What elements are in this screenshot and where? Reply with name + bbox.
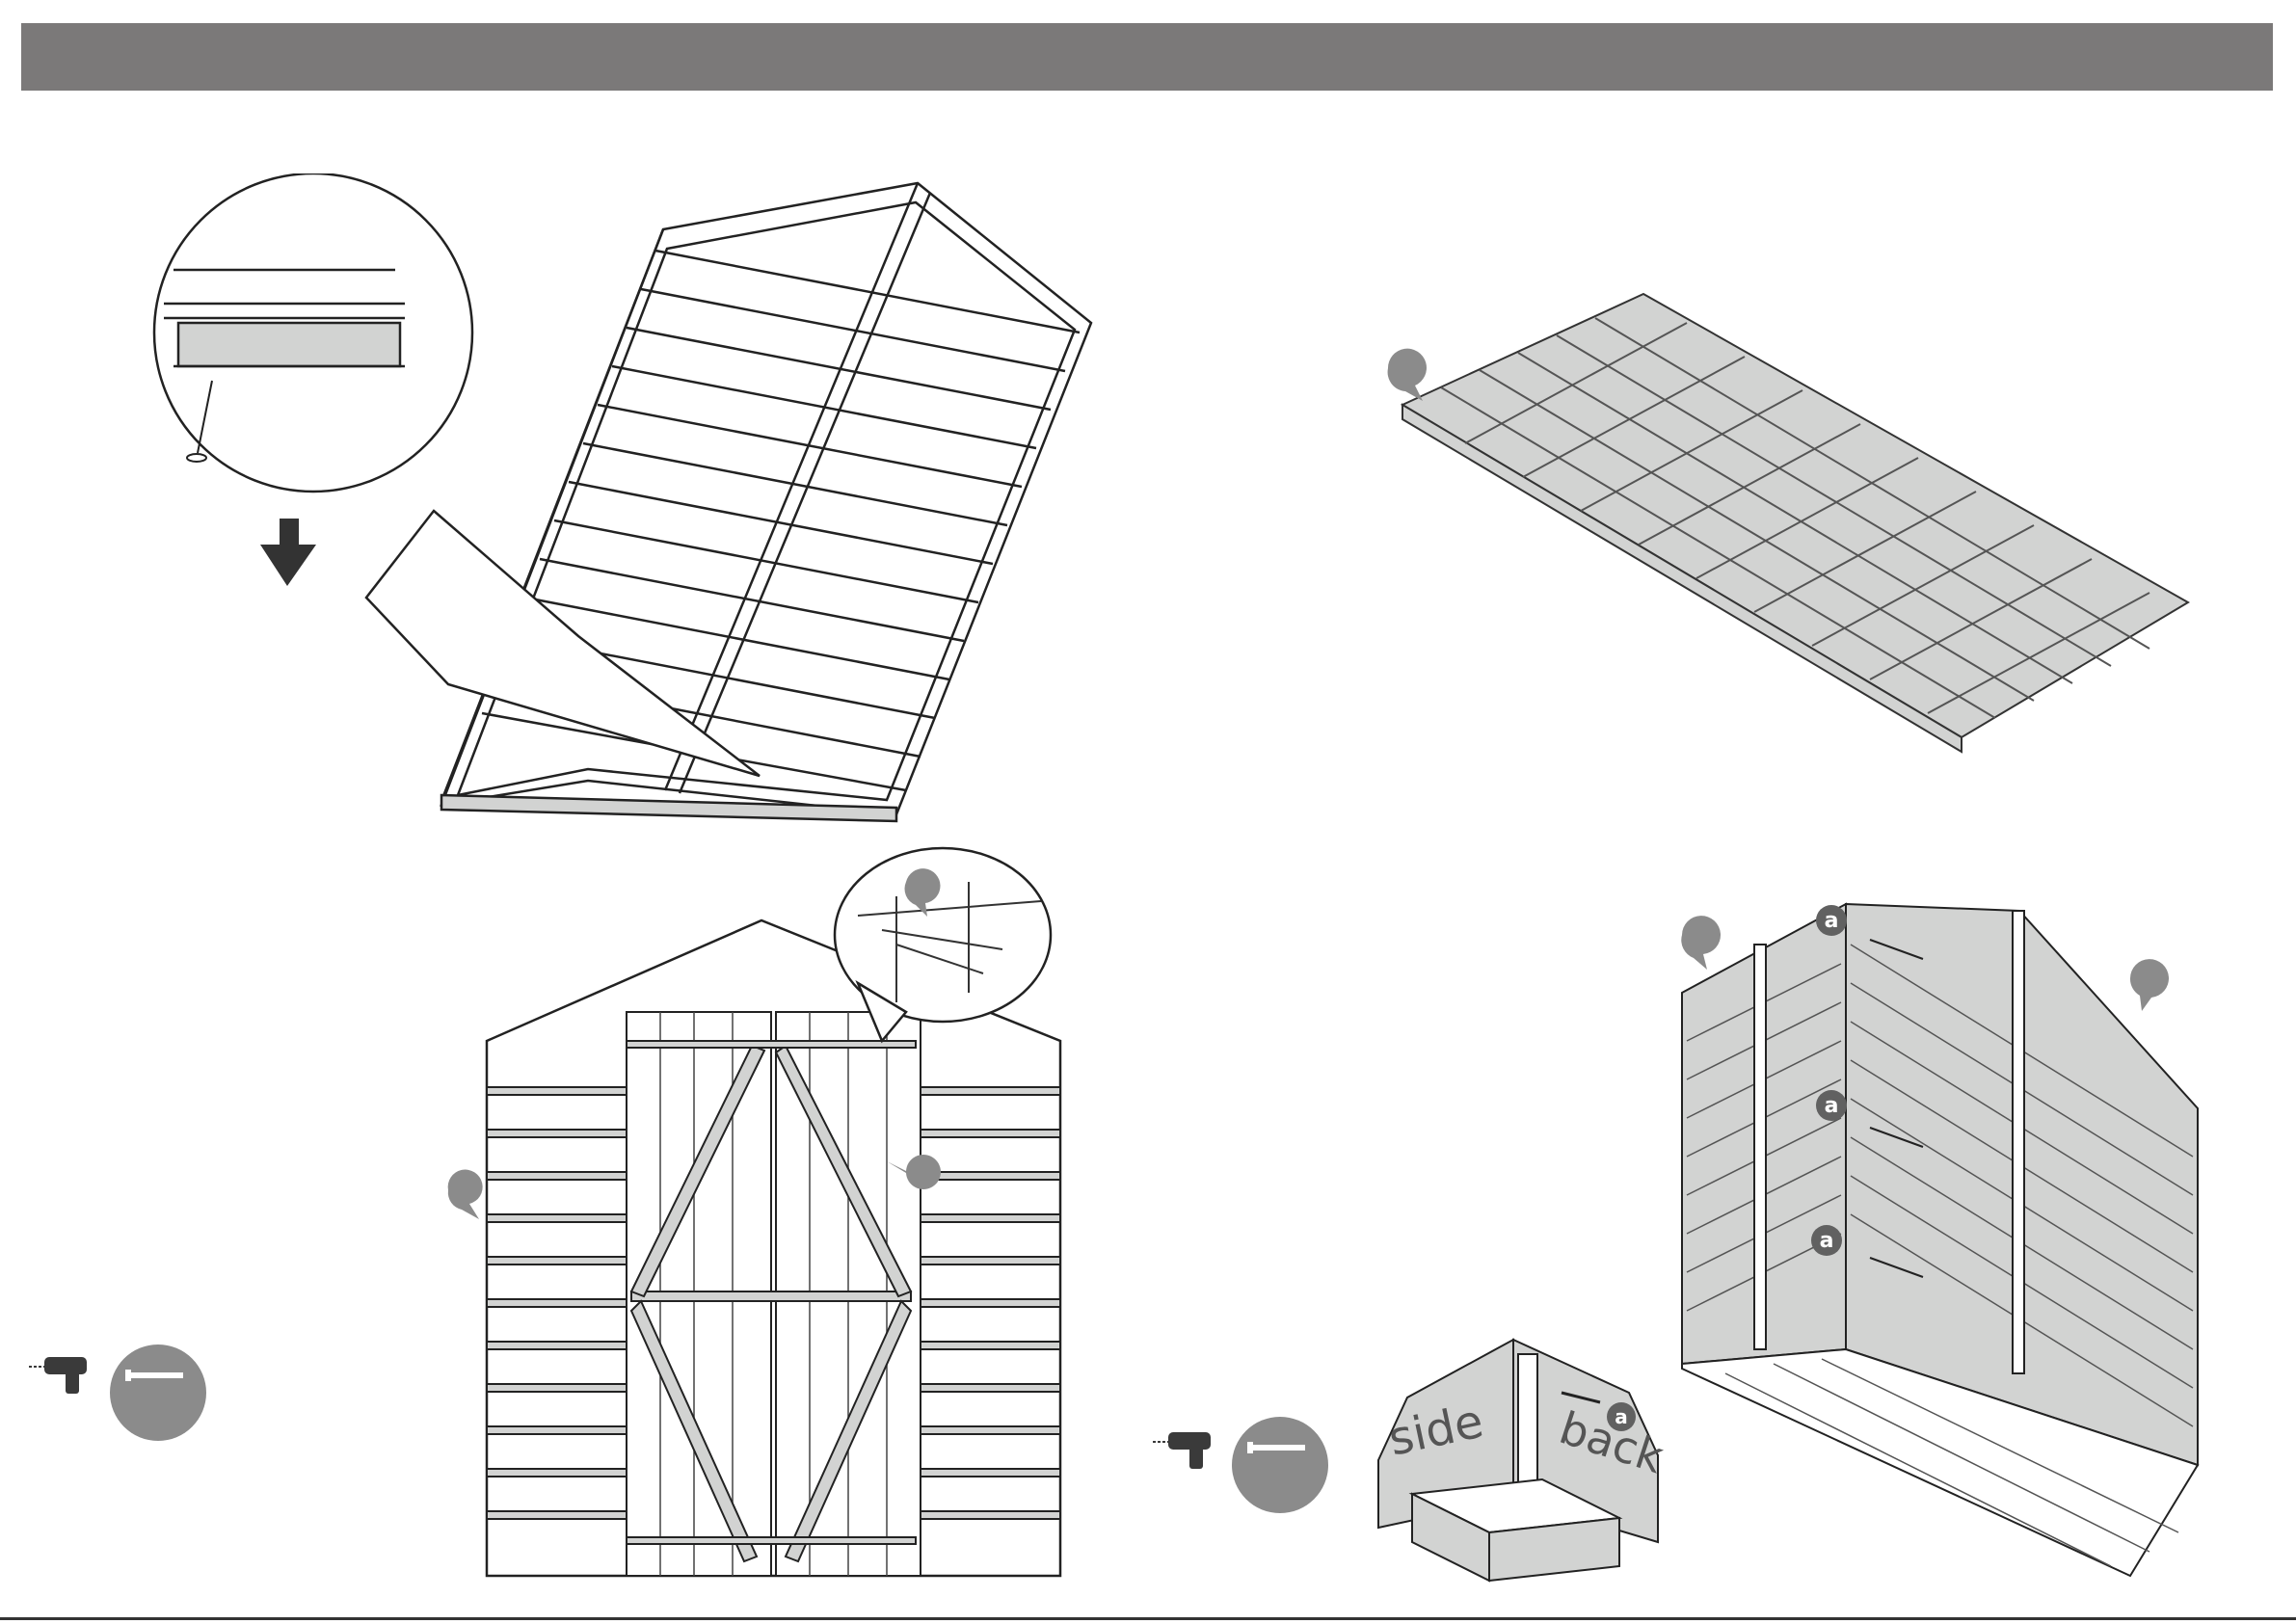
part-callout-badge: [2130, 959, 2169, 1011]
drill-icon: [1153, 1424, 1220, 1473]
svg-text:a: a: [1825, 1094, 1839, 1118]
arrow-down-icon: [260, 519, 316, 586]
front-wall-illustration: [443, 839, 1099, 1581]
screw-tool-badge: [1230, 1415, 1330, 1515]
part-callout-badge: [1388, 349, 1427, 401]
floor-panel-illustration: [1369, 280, 2198, 781]
header-bar: [21, 23, 2273, 91]
screw-callout-badge: a: [1816, 1090, 1847, 1121]
screw-callout-badge: a: [1811, 1225, 1842, 1256]
drill-icon: [29, 1349, 96, 1398]
svg-text:a: a: [1825, 909, 1839, 933]
rail-piece: [178, 323, 400, 366]
svg-text:a: a: [1615, 1405, 1628, 1428]
corner-detail-illustration: side back a: [1369, 1335, 1677, 1595]
svg-text:a: a: [1820, 1229, 1834, 1253]
part-callout-badge: [1681, 916, 1721, 970]
screw-callout-badge: a: [1816, 905, 1847, 936]
gable-frame-illustration: [77, 173, 1118, 829]
gable-outline: [441, 183, 1091, 814]
screw-callout-badge: a: [1607, 1402, 1636, 1431]
part-callout-badge: [448, 1170, 483, 1219]
corner-wall-illustration: a a a: [1668, 887, 2207, 1581]
footer-line: [0, 1617, 2296, 1620]
screw-tool-badge: [108, 1343, 208, 1443]
